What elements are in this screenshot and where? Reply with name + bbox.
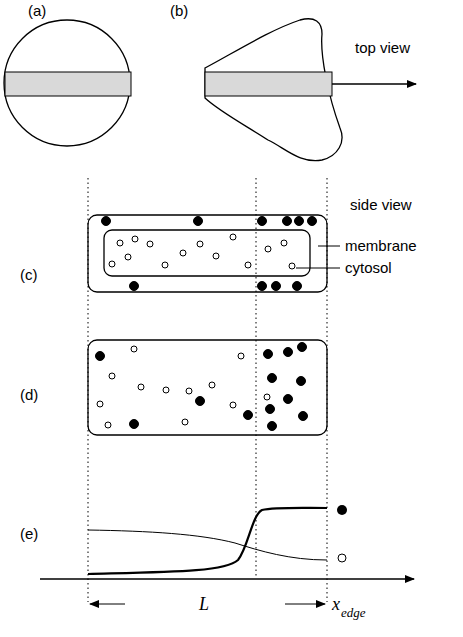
panel-label: (e) [20, 526, 38, 541]
free-molecule [162, 262, 168, 268]
free-molecule [180, 250, 186, 256]
part-label: membrane [345, 238, 417, 253]
free-molecule [138, 384, 144, 390]
panel-label: (d) [20, 387, 38, 402]
bound-molecule [102, 217, 111, 226]
view-label: side view [350, 197, 412, 212]
free-molecule [109, 261, 115, 267]
bound-molecule [268, 422, 277, 431]
free-molecule [182, 419, 188, 425]
bound-molecule [130, 282, 139, 291]
bound-molecule [272, 282, 281, 291]
cell-outline [88, 340, 327, 435]
bound-molecule [299, 412, 308, 421]
bound-molecule [284, 395, 293, 404]
strip [5, 72, 131, 96]
bound-molecule [268, 374, 277, 383]
cytosol-profile [88, 530, 327, 560]
bound-molecule [130, 420, 139, 429]
free-molecule [264, 394, 270, 400]
guide-lines [88, 178, 327, 602]
bound-molecule [284, 348, 293, 357]
bound-marker [337, 505, 347, 515]
panel-label: (a) [28, 3, 46, 18]
free-molecule [265, 246, 271, 252]
bound-molecule [298, 343, 307, 352]
free-molecule [147, 241, 153, 247]
round-cell [4, 20, 130, 146]
panel-label: (b) [170, 3, 188, 18]
view-label: top view [355, 40, 410, 55]
free-molecule [209, 382, 215, 388]
motion-arrow [332, 83, 416, 84]
free-molecule [238, 353, 244, 359]
free-molecule [230, 402, 236, 408]
bound-molecule [266, 405, 275, 414]
free-molecule [197, 241, 203, 247]
free-molecule [163, 387, 169, 393]
bound-molecule [283, 217, 292, 226]
dimension-arrow [90, 604, 125, 605]
bound-molecule [295, 217, 304, 226]
x-axis [40, 578, 414, 579]
bound-molecule [258, 217, 267, 226]
free-molecule [132, 236, 138, 242]
bound-molecule [244, 411, 253, 420]
bound-molecule [264, 350, 273, 359]
panel-label: (c) [20, 267, 38, 282]
free-molecule [186, 388, 192, 394]
free-molecule [97, 401, 103, 407]
leader-line [296, 268, 340, 269]
free-molecule [125, 254, 131, 260]
free-molecule [109, 373, 115, 379]
position-label: x [332, 595, 340, 613]
position-subscript: edge [341, 606, 366, 619]
membrane-profile [88, 508, 327, 574]
bound-molecule [194, 217, 203, 226]
free-molecule [281, 240, 287, 246]
free-molecule [245, 262, 251, 268]
moving-cell [205, 19, 342, 161]
membrane-outline [88, 215, 327, 292]
free-molecule [289, 263, 295, 269]
free-molecule [117, 240, 123, 246]
free-molecule [105, 422, 111, 428]
bound-molecule [297, 377, 306, 386]
bound-molecule [293, 282, 302, 291]
cytosol-outline [104, 230, 310, 276]
free-molecule [131, 346, 137, 352]
molecules [96, 217, 317, 431]
free-molecule [213, 253, 219, 259]
leader-line [318, 246, 340, 247]
bound-molecule [258, 282, 267, 291]
strip [205, 72, 332, 96]
free-molecule [230, 234, 236, 240]
dimension-label: L [199, 595, 209, 613]
bound-molecule [196, 397, 205, 406]
part-label: cytosol [345, 260, 392, 275]
free-marker [338, 554, 346, 562]
bound-molecule [308, 217, 317, 226]
dimension-arrow [285, 604, 325, 605]
bound-molecule [96, 352, 105, 361]
